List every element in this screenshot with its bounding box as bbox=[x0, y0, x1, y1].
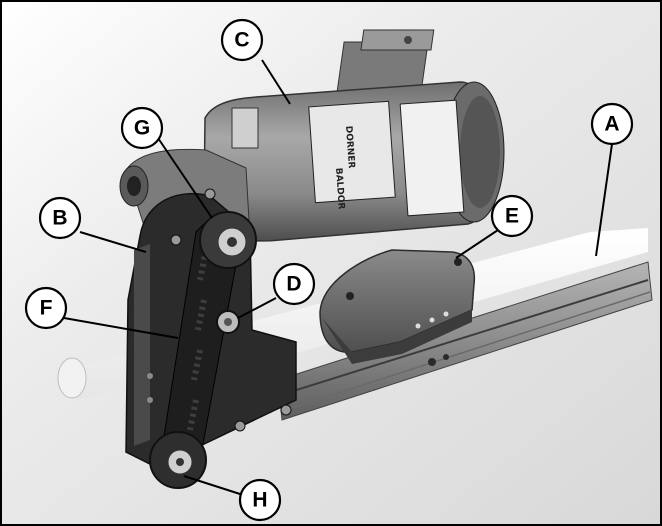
guard-screw bbox=[346, 292, 354, 300]
callout-b-label: B bbox=[52, 207, 67, 230]
callout-a: A bbox=[590, 102, 634, 146]
rail-bolt bbox=[428, 358, 436, 366]
tensioner-bolt-center bbox=[224, 318, 232, 326]
plate-bolt bbox=[204, 188, 216, 200]
guard-screw bbox=[429, 317, 435, 323]
callout-a-label: A bbox=[604, 113, 619, 136]
plate-bolt bbox=[147, 373, 153, 379]
callout-c-label: C bbox=[234, 29, 249, 52]
terminal-screw bbox=[404, 36, 412, 44]
callout-e-label: E bbox=[505, 205, 519, 228]
plate-bolt bbox=[234, 420, 246, 432]
plate-maker: BALDOR bbox=[333, 168, 346, 210]
motor-info-label bbox=[399, 99, 465, 217]
plate-highlight bbox=[134, 244, 150, 446]
leader-h bbox=[183, 475, 241, 495]
plate-bolt bbox=[280, 404, 292, 416]
belt-teeth bbox=[187, 249, 209, 431]
callout-c: C bbox=[220, 18, 264, 62]
callout-d-label: D bbox=[286, 273, 301, 296]
callout-f: F bbox=[24, 286, 68, 330]
callout-f-label: F bbox=[40, 297, 53, 320]
guard-screw bbox=[415, 323, 421, 329]
callout-b: B bbox=[38, 196, 82, 240]
motor-shaft-bore bbox=[127, 176, 141, 196]
motor-nameplate bbox=[308, 100, 396, 204]
leader-a bbox=[595, 143, 613, 257]
callout-h-label: H bbox=[252, 489, 267, 512]
guard-cover bbox=[319, 249, 476, 353]
plate-brand: DORNER bbox=[343, 126, 356, 169]
guard-cover-face bbox=[322, 310, 472, 364]
leader-b bbox=[79, 231, 147, 253]
leader-c bbox=[261, 59, 291, 105]
callout-d: D bbox=[272, 262, 316, 306]
rail-groove-lower bbox=[291, 291, 651, 409]
guard-screw bbox=[454, 258, 462, 266]
leader-e bbox=[455, 229, 499, 259]
callout-g-label: G bbox=[134, 117, 150, 140]
leader-g bbox=[157, 137, 213, 219]
callout-h: H bbox=[238, 478, 282, 522]
idler-roller bbox=[57, 357, 87, 399]
plate-bolt bbox=[170, 234, 182, 246]
driven-pulley-bore bbox=[176, 458, 184, 466]
plate-bolt bbox=[147, 397, 153, 403]
leader-f bbox=[63, 317, 179, 339]
motor-small-plate bbox=[231, 107, 259, 149]
guard-screw bbox=[443, 311, 449, 317]
leader-d bbox=[237, 297, 277, 319]
drive-pulley-bore bbox=[227, 237, 237, 247]
rail-groove bbox=[289, 279, 649, 393]
rail-bolt bbox=[443, 354, 449, 360]
callout-e: E bbox=[490, 194, 534, 238]
callout-g: G bbox=[120, 106, 164, 150]
motor-end-cap-inner bbox=[460, 96, 500, 208]
terminal-box-lid bbox=[360, 29, 435, 51]
